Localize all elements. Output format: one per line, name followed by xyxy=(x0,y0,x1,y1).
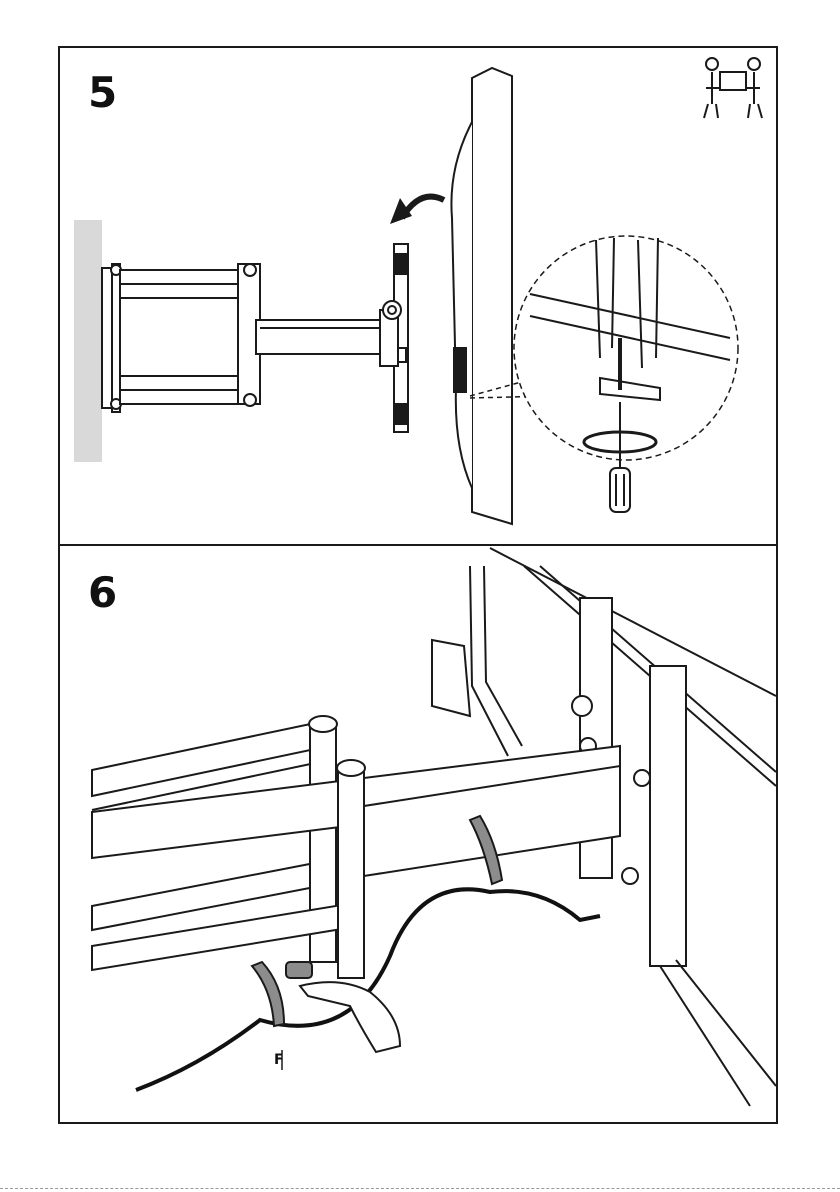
page-trim-line xyxy=(0,1188,840,1189)
step-5-panel: 5 xyxy=(58,46,778,546)
tv-cable xyxy=(136,889,600,1090)
arm-lower-section xyxy=(256,320,386,354)
two-person-lift-icon xyxy=(704,58,762,118)
step-5-illustration xyxy=(60,48,776,544)
callout-label-f: F xyxy=(274,1052,284,1068)
detail-inset xyxy=(514,236,738,512)
wall-plate xyxy=(102,264,121,412)
hand-illustration xyxy=(300,982,400,1052)
step-6-panel: 6 xyxy=(58,544,778,1124)
step-6-illustration xyxy=(60,546,776,1122)
tv-profile xyxy=(451,68,512,524)
tv-bracket xyxy=(380,244,408,432)
arm-upper-section xyxy=(120,264,260,406)
arm-lower-section xyxy=(92,746,620,978)
wall-surface xyxy=(74,220,102,462)
